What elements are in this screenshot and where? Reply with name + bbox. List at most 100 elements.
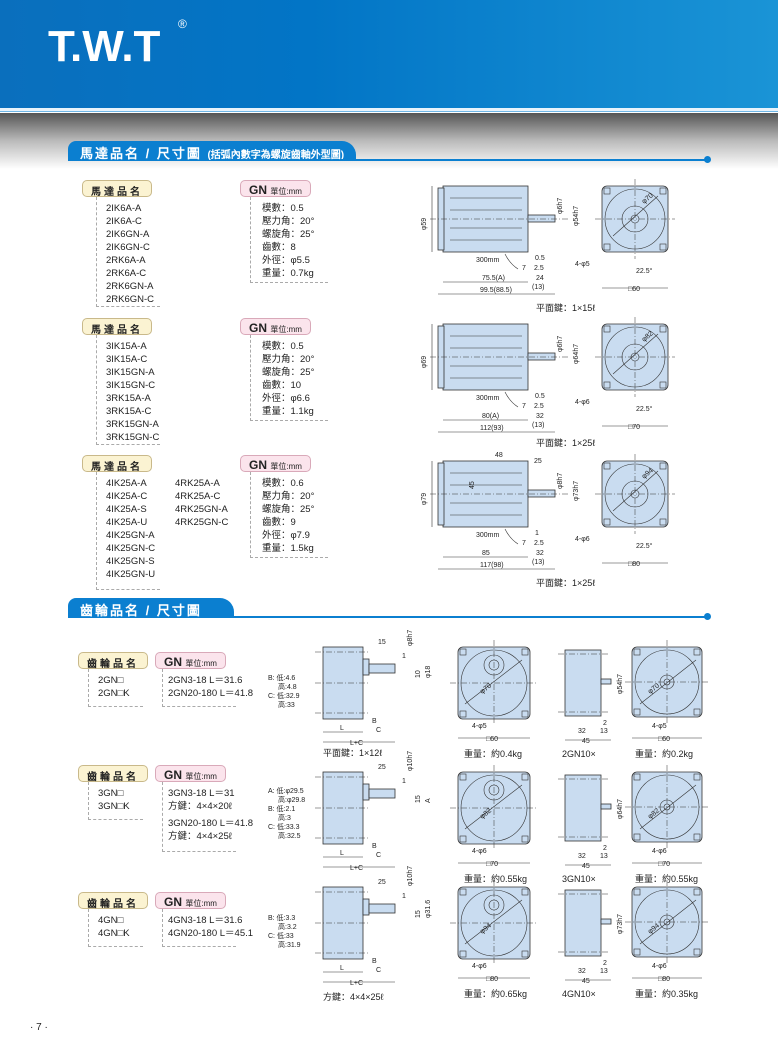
motor-model: 2IK6A-C bbox=[106, 216, 142, 227]
spec-item: 3GN20-180 L＝41.8 bbox=[168, 818, 254, 829]
gear-model: 3GN□ bbox=[98, 788, 124, 799]
dimension-label: 4-φ6 bbox=[652, 848, 667, 855]
dimension-label: 32 bbox=[536, 413, 544, 420]
dimension-label: 300mm bbox=[476, 395, 500, 402]
dimension-label: A bbox=[425, 798, 432, 803]
dimension-label: □60 bbox=[628, 286, 640, 293]
motor-model: 3RK15A-A bbox=[106, 393, 151, 404]
dimension-label: 4-φ6 bbox=[575, 399, 590, 406]
dimension-label: 10 bbox=[415, 670, 422, 678]
motor-shaft bbox=[527, 489, 556, 498]
weight-label: 重量：約0.55kg bbox=[464, 873, 527, 884]
section-title-motor: 馬達品名 / 尺寸圖 (括弧內數字為螺旋齒軸外型圖) bbox=[68, 141, 357, 161]
dimension-label: 75.5(A) bbox=[482, 275, 505, 282]
dimension-label: B bbox=[372, 843, 377, 850]
dimension-label: □80 bbox=[486, 976, 498, 983]
spec-item: 螺旋角：25° bbox=[262, 229, 315, 240]
motor-model: 2RK6A-C bbox=[106, 268, 147, 279]
dimension-label: 7 bbox=[522, 403, 526, 410]
dimension-label: φ10h7 bbox=[407, 751, 414, 771]
motor-shaft bbox=[527, 214, 556, 223]
dimension-label: φ31.6 bbox=[425, 900, 432, 918]
tolerance-note: 高:31.9 bbox=[278, 940, 301, 949]
spec-item: 螺旋角：25° bbox=[262, 367, 315, 378]
spec-item: 齒數：10 bbox=[262, 380, 302, 391]
motor-shaft bbox=[527, 352, 556, 361]
dimension-label: 32 bbox=[578, 853, 586, 860]
spec-item: 外徑：φ7.9 bbox=[262, 530, 310, 541]
dimension-label: 15 bbox=[415, 910, 422, 918]
tolerance-note: 高:φ29.8 bbox=[278, 795, 305, 804]
tolerance-note: 高:32.5 bbox=[278, 831, 301, 840]
dimension-label: 7 bbox=[522, 265, 526, 272]
dimension-label: □70 bbox=[486, 861, 498, 868]
tolerance-note: B: 低:2.1 bbox=[268, 804, 295, 813]
dimension-label: C bbox=[376, 852, 381, 859]
motor-model: 4IK25A-S bbox=[106, 504, 147, 515]
spec-bracket bbox=[162, 782, 236, 852]
spec-item: 4GN3-18 L＝31.6 bbox=[168, 915, 243, 926]
dimension-label: φ79 bbox=[421, 493, 428, 505]
motor-model: 3IK15GN-C bbox=[106, 380, 156, 391]
dimension-label: □80 bbox=[628, 561, 640, 568]
decelerator-model: 2GN10× bbox=[562, 749, 596, 759]
dimension-label: φ54h7 bbox=[573, 206, 580, 226]
dimension-label: φ64h7 bbox=[617, 799, 624, 819]
decelerator-model: 4GN10× bbox=[562, 989, 596, 999]
dimension-label: □70 bbox=[658, 861, 670, 868]
motor-model: 3IK15A-C bbox=[106, 354, 148, 365]
dimension-label: φ8h7 bbox=[407, 630, 414, 646]
dimension-label: 15 bbox=[415, 795, 422, 803]
motor-model: 4RK25GN-A bbox=[175, 504, 228, 515]
dimension-label: L+C bbox=[350, 865, 363, 872]
dimension-label: B bbox=[372, 718, 377, 725]
motor-model: 3IK15A-A bbox=[106, 341, 147, 352]
dimension-label: 2 bbox=[603, 720, 607, 727]
decelerator-side-view bbox=[564, 774, 602, 842]
dimension-label: (13) bbox=[532, 422, 544, 429]
gn-unit-tag: GN 單位:mm bbox=[155, 652, 226, 669]
dimension-label: 25 bbox=[534, 458, 542, 465]
decelerator-side-view bbox=[564, 889, 602, 957]
key-spec: 平面鍵：1×25ℓ bbox=[536, 577, 596, 588]
dimension-label: φ10h7 bbox=[407, 866, 414, 886]
dimension-label: φ69 bbox=[421, 356, 428, 368]
dimension-label: 1 bbox=[535, 530, 539, 537]
gear-name-tag: 齒輪品名 bbox=[78, 765, 148, 783]
motor-model: 4IK25A-U bbox=[106, 517, 148, 528]
gear-model-list: 4GN□4GN□K bbox=[98, 914, 130, 940]
dimension-label: □60 bbox=[486, 736, 498, 743]
decelerator-side-view bbox=[564, 649, 602, 717]
spec-item: 3GN3-18 L＝31 bbox=[168, 788, 235, 799]
motor-model: 4IK25GN-A bbox=[106, 530, 155, 541]
dimension-label: 4-φ6 bbox=[472, 848, 487, 855]
dimension-label: (13) bbox=[532, 284, 544, 291]
weight-label: 重量：約0.35kg bbox=[635, 988, 698, 999]
dimension-label: 1 bbox=[402, 778, 406, 785]
gear-model: 2GN□ bbox=[98, 675, 124, 686]
spec-item: 模數：0.6 bbox=[262, 478, 304, 489]
section-title-gear: 齒輪品名 / 尺寸圖 bbox=[68, 598, 234, 618]
weight-label: 重量：約0.55kg bbox=[635, 873, 698, 884]
motor-model: 4IK25A-C bbox=[106, 491, 148, 502]
gn-unit-tag: GN 單位:mm bbox=[240, 455, 311, 472]
key-spec: 平面鍵：1×15ℓ bbox=[536, 302, 596, 313]
motor-name-tag: 馬達品名 bbox=[82, 318, 152, 336]
spec-item: 2GN20-180 L＝41.8 bbox=[168, 688, 254, 699]
gear-model: 4GN□K bbox=[98, 928, 130, 939]
motor-model: 4RK25A-A bbox=[175, 478, 220, 489]
dimension-label: (13) bbox=[532, 559, 544, 566]
tolerance-note: C: 低:33 bbox=[268, 931, 294, 940]
key-spec: 方鍵：4×4×25ℓ bbox=[323, 991, 385, 1002]
dimension-label: φ8h7 bbox=[557, 473, 564, 489]
spec-item: 重量：1.5kg bbox=[262, 543, 314, 554]
spec-item: 方鍵：4×4×20ℓ bbox=[168, 801, 232, 812]
motor-name-tag: 馬達品名 bbox=[82, 180, 152, 198]
dimension-label: 112(93) bbox=[480, 425, 504, 432]
tolerance-note: 高:33 bbox=[278, 700, 295, 709]
